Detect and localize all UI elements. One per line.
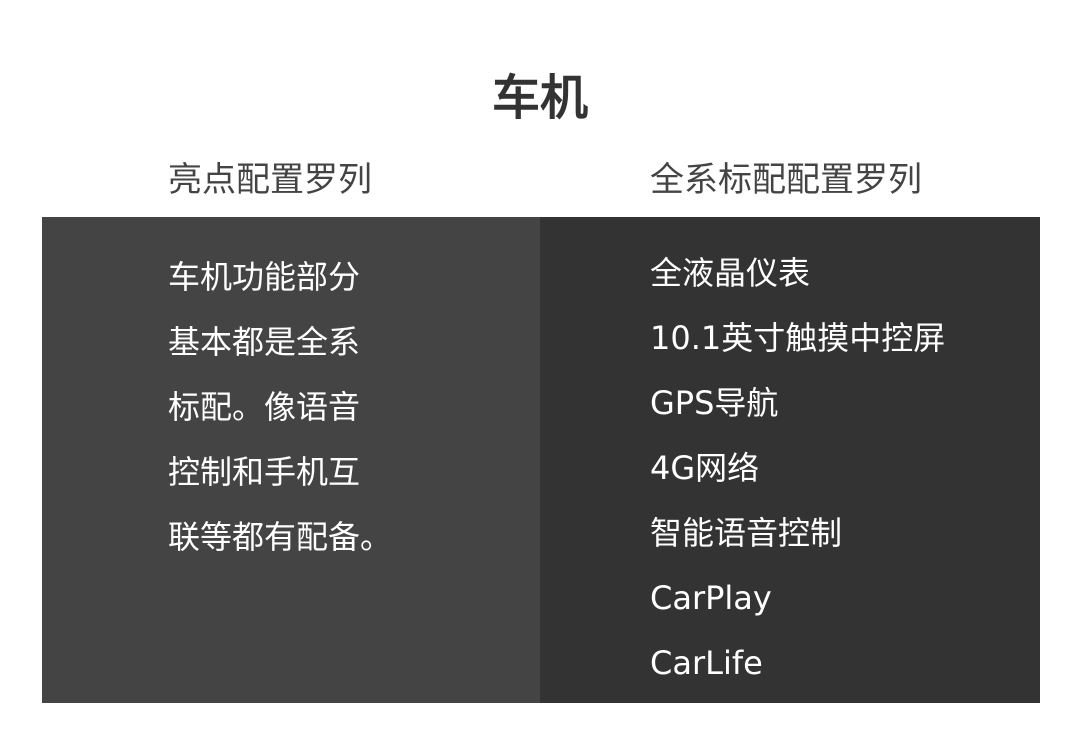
list-item: CarPlay [650, 579, 772, 617]
list-item: CarLife [650, 644, 763, 682]
text-line: 控制和手机互 [168, 453, 361, 491]
list-item: GPS导航 [650, 384, 779, 422]
text-line: 基本都是全系 [168, 323, 361, 361]
standard-config-header: 全系标配配置罗列 [650, 160, 922, 200]
standard-config-panel: 全液晶仪表 10.1英寸触摸中控屏 GPS导航 4G网络 智能语音控制 CarP… [540, 217, 1040, 703]
highlights-header: 亮点配置罗列 [168, 160, 372, 200]
list-item: 10.1英寸触摸中控屏 [650, 319, 946, 357]
text-line: 标配。像语音 [168, 388, 361, 426]
text-line: 联等都有配备。 [168, 518, 393, 556]
list-item: 全液晶仪表 [650, 254, 811, 292]
list-item: 4G网络 [650, 449, 760, 487]
highlights-panel: 车机功能部分 基本都是全系 标配。像语音 控制和手机互 联等都有配备。 [42, 217, 540, 703]
page-title: 车机 [491, 70, 588, 126]
text-line: 车机功能部分 [168, 258, 361, 296]
standard-config-list: 全液晶仪表 10.1英寸触摸中控屏 GPS导航 4G网络 智能语音控制 CarP… [650, 241, 945, 696]
highlights-text: 车机功能部分 基本都是全系 标配。像语音 控制和手机互 联等都有配备。 [168, 245, 392, 570]
list-item: 智能语音控制 [650, 514, 843, 552]
